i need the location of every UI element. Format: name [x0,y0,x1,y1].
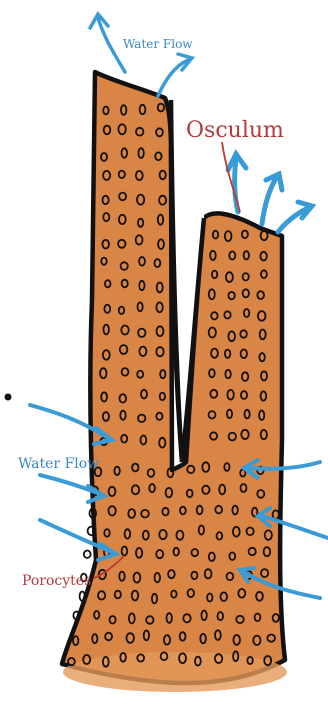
label-water-flow-top: Water Flow [123,37,193,51]
label-osculum: Osculum [186,118,284,143]
pore [84,551,91,558]
osc-arrow-2 [262,178,276,224]
label-porocytes: Porocytes [22,573,91,589]
bullet-dot [5,394,12,401]
top-arrow-right [158,60,188,96]
top-arrow-left [98,18,125,72]
label-water-flow-side: Water Flow [18,456,99,472]
base-shade [63,652,287,692]
sponge-body [62,72,287,692]
